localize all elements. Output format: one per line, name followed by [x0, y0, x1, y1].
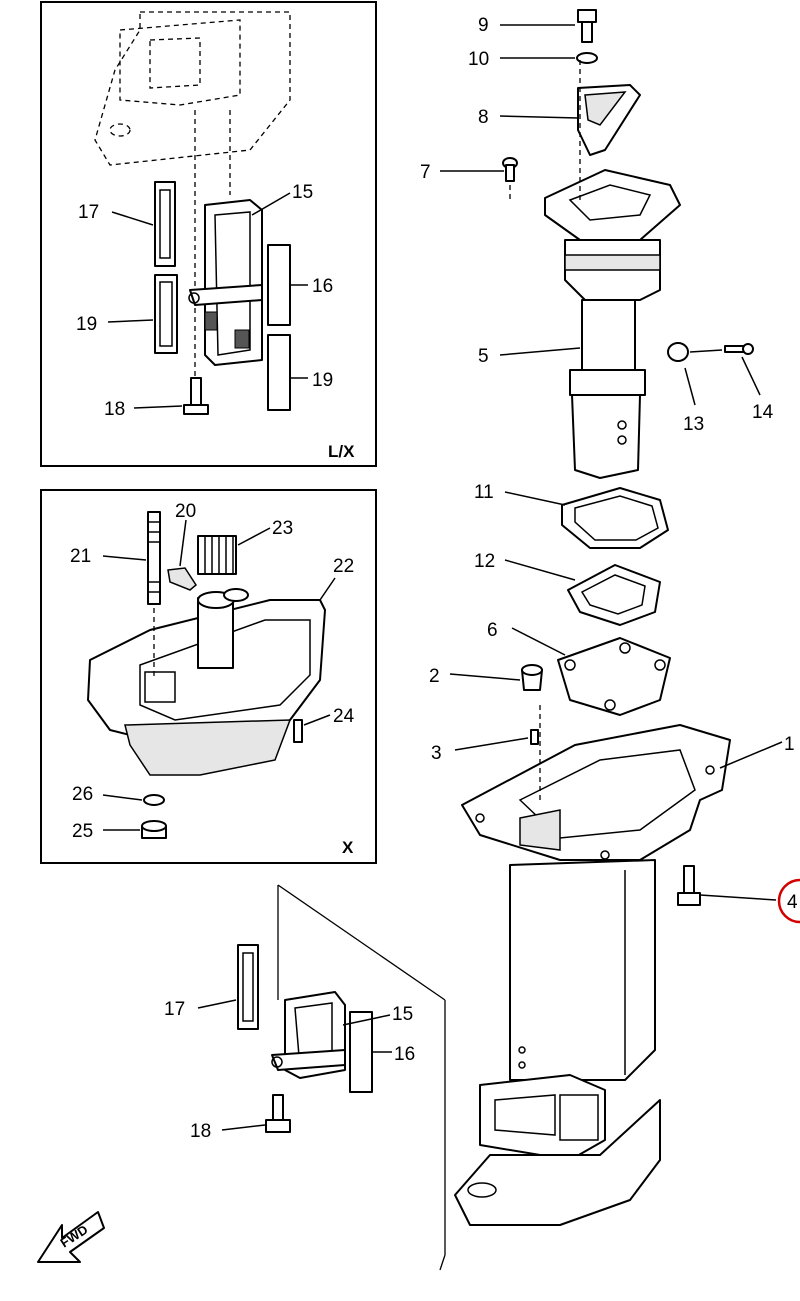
callout-24: 24 [333, 706, 355, 727]
inset-lx-pad-19-right [267, 334, 291, 411]
callout-17-main: 17 [164, 999, 185, 1020]
gasket-11 [561, 487, 669, 549]
gasket-12 [567, 564, 661, 626]
inset-x-tag: X [342, 838, 354, 857]
fwd-arrow-icon: FWD [37, 1211, 105, 1263]
callout-16-lx: 16 [312, 276, 333, 297]
callout-8: 8 [478, 107, 489, 128]
bolt-9 [577, 9, 597, 43]
callout-19-lx-right: 19 [312, 370, 333, 391]
callout-5: 5 [478, 346, 489, 367]
callout-9: 9 [478, 15, 489, 36]
inset-x-washer-26 [143, 794, 165, 806]
main-pad-16 [349, 1011, 373, 1093]
leader-lines [102, 24, 783, 1131]
washer-10 [576, 52, 598, 64]
callout-26: 26 [72, 784, 93, 805]
screw-7 [502, 157, 518, 182]
callout-labels: 9 10 8 7 5 13 14 11 12 6 2 3 1 4 17 15 1… [70, 15, 798, 1142]
callout-25: 25 [72, 821, 93, 842]
callout-10: 10 [468, 49, 489, 70]
callout-18-lx: 18 [104, 399, 125, 420]
callout-3: 3 [431, 743, 442, 764]
inset-x-frame [40, 489, 377, 864]
callout-6: 6 [487, 620, 498, 641]
callout-21: 21 [70, 546, 91, 567]
callout-22: 22 [333, 556, 354, 577]
inset-lx-pad-17 [154, 181, 176, 267]
main-bracket-15 [271, 991, 346, 1079]
callout-11: 11 [474, 482, 494, 503]
pin-3 [530, 729, 539, 745]
inset-lx-pad-16 [267, 244, 291, 326]
main-pad-17 [237, 944, 259, 1030]
screw-14 [724, 343, 754, 355]
inset-lx-bolt-18 [183, 377, 209, 415]
callout-4: 4 [787, 892, 798, 913]
callout-14: 14 [752, 402, 774, 423]
gasket-6 [557, 637, 671, 716]
inset-x-key-20 [167, 567, 197, 591]
inset-lx-frame [40, 1, 377, 467]
callout-4-highlight-ring [777, 878, 800, 924]
inset-lx-bracket-15 [188, 199, 263, 366]
inset-x-pin-24 [293, 719, 303, 743]
callout-23: 23 [272, 518, 293, 539]
inset-x-impeller-23 [197, 535, 237, 575]
inset-lx-pad-19-left [154, 274, 178, 354]
callout-15-main: 15 [392, 1004, 413, 1025]
inset-x-nut-25 [141, 820, 167, 839]
callout-16-main: 16 [394, 1044, 415, 1065]
callout-7: 7 [420, 162, 431, 183]
collar-13 [667, 342, 689, 362]
callout-18-main: 18 [190, 1121, 211, 1142]
callout-1: 1 [784, 734, 795, 755]
inset-x-stud-21 [147, 511, 161, 680]
callout-17-lx: 17 [78, 202, 99, 223]
bolt-4 [677, 865, 701, 906]
callout-19-lx-left: 19 [76, 314, 97, 335]
upper-casing-1 [454, 705, 731, 1226]
fitting-2 [521, 664, 543, 691]
callout-20: 20 [175, 501, 196, 522]
callout-2: 2 [429, 666, 440, 687]
inset-x-housing-22 [87, 588, 326, 776]
callout-15-lx: 15 [292, 182, 313, 203]
inset-lx-tag: L/X [328, 442, 355, 461]
callout-12: 12 [474, 551, 495, 572]
exhaust-guide-5 [509, 60, 681, 479]
main-perspective-lines [277, 884, 446, 1271]
main-bolt-18 [265, 1094, 291, 1133]
inset-lx-ghost-housing [94, 11, 291, 400]
callout-13: 13 [683, 414, 704, 435]
